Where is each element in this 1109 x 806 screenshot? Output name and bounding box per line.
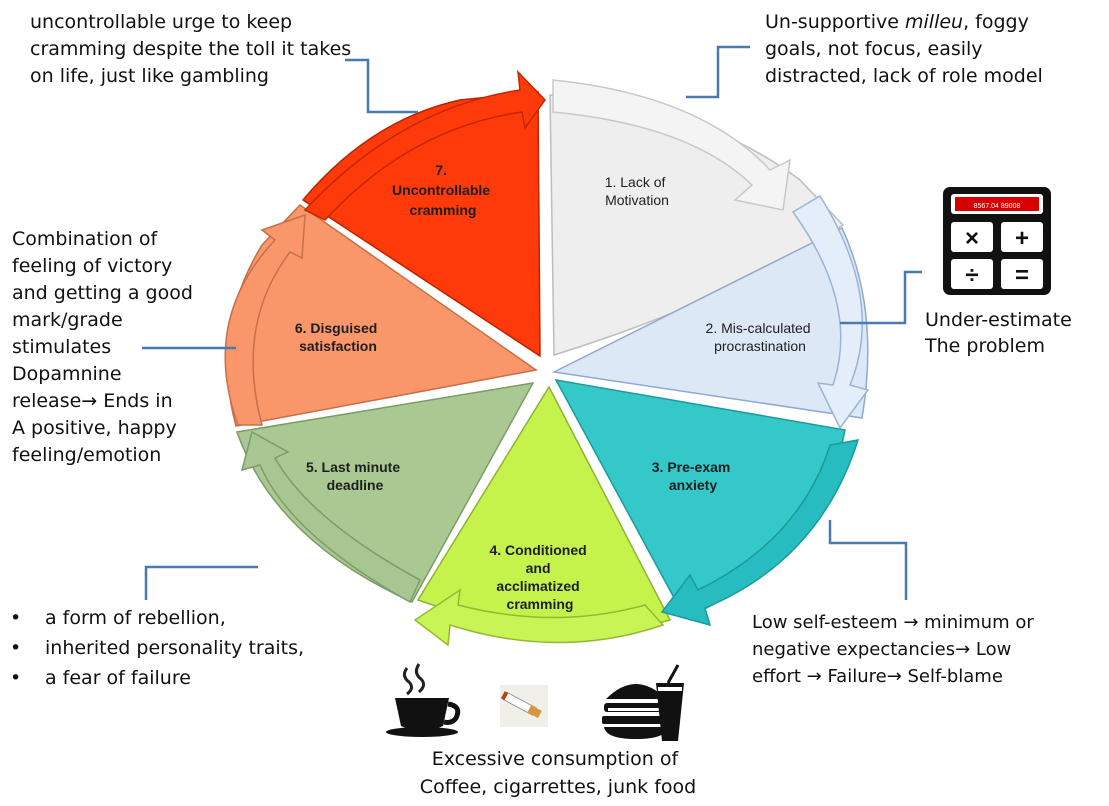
annotation-top-right: Un-supportive milleu, foggy goals, not f…	[765, 11, 1043, 87]
bullet-text: a fear of failure	[45, 667, 191, 689]
stage-label-3: 3. Pre-exam anxiety	[652, 459, 735, 493]
plus-icon: +	[1015, 225, 1029, 252]
bullet-icon: •	[10, 637, 21, 659]
stage-label-2: 2. Mis-calculated procrastination	[706, 320, 815, 354]
annotation-bottom-right: Low self-esteem → minimum or negative ex…	[752, 612, 1039, 687]
equals-icon: =	[1015, 262, 1029, 289]
cycle-arrows	[224, 69, 870, 647]
divide-icon: ÷	[965, 262, 978, 289]
stage-label-4: 4. Conditioned and acclimatized cramming	[489, 542, 590, 612]
calculator-icon: 8567.04 89008 × + ÷ =	[943, 187, 1051, 295]
callout-line-top-left	[345, 58, 418, 114]
arrow-3	[660, 439, 860, 627]
arrow-1	[552, 79, 791, 211]
segment-labels: 1. Lack of Motivation 2. Mis-calculated …	[295, 162, 815, 612]
bullet-text: inherited personality traits,	[45, 637, 304, 659]
stage-label-5: 5. Last minute deadline	[306, 459, 404, 493]
burger-drink-icon	[602, 664, 684, 741]
bullet-icon: •	[10, 607, 21, 629]
annotation-left: Combination of feeling of victory and ge…	[12, 228, 199, 466]
callout-line-bottom-left	[144, 565, 258, 600]
bullet-text: a form of rebellion,	[45, 607, 226, 629]
stage-label-1: 1. Lack of Motivation	[605, 174, 670, 208]
multiply-icon: ×	[965, 225, 979, 252]
bullet-icon: •	[10, 667, 21, 689]
callout-line-top-right	[686, 45, 750, 99]
callout-line-bottom-right	[828, 520, 908, 600]
segment-mis-calculated-procrastination	[551, 226, 869, 419]
annotation-top-left: uncontrollable urge to keep cramming des…	[30, 11, 357, 87]
stage-label-7: 7. Uncontrollable cramming	[392, 162, 494, 218]
segment-last-minute-deadline	[235, 382, 535, 603]
arrow-6	[224, 213, 306, 426]
annotation-bottom-left: • a form of rebellion, • inherited perso…	[10, 607, 304, 689]
cigarette-icon	[500, 685, 548, 727]
callout-lines	[142, 45, 922, 600]
arrow-5	[240, 430, 421, 604]
arrow-4	[413, 588, 665, 647]
callout-line-right	[840, 270, 922, 325]
arrow-7	[303, 69, 546, 221]
calculator-display: 8567.04 89008	[974, 203, 1021, 210]
coffee-cup-icon	[386, 663, 461, 737]
arrow-2	[791, 194, 870, 430]
annotation-bottom-center: Excessive consumption of Coffee, cigarre…	[420, 748, 696, 798]
stage-label-6: 6. Disguised satisfaction	[295, 320, 381, 354]
annotation-right: Under-estimate The problem	[924, 309, 1078, 357]
